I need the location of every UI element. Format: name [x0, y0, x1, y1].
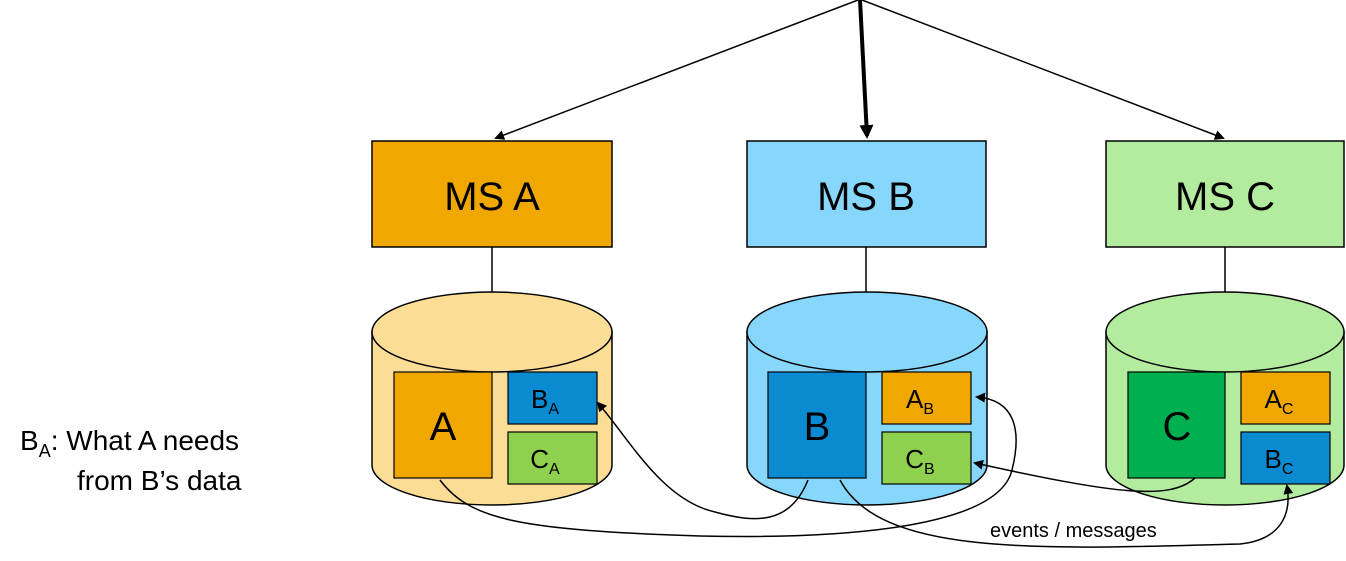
store-a-main: [393, 371, 493, 479]
ms-b-box: [746, 140, 987, 248]
service-b: MS B B AB CB: [746, 140, 988, 506]
store-b-sub2-label: CB: [905, 444, 934, 478]
store-c-sub1: [1240, 371, 1331, 425]
store-c-sub1-label: AC: [1265, 384, 1294, 418]
event-arrow-b-to-ba: [596, 401, 809, 520]
store-a-sub1-label: BA: [531, 384, 559, 418]
store-a-sub1: [507, 371, 598, 425]
store-a-main-label: A: [430, 405, 457, 449]
ms-c-label: MS C: [1175, 175, 1275, 219]
legend: BA: What A needs from B’s data: [20, 425, 242, 496]
service-a: MS A A BA CA: [371, 140, 613, 506]
store-b-sub1: [881, 371, 972, 425]
store-b-sub1-label: AB: [906, 384, 934, 418]
store-b-main-label: B: [804, 405, 831, 449]
service-c: MS C C AC BC: [1105, 140, 1345, 506]
store-b-sub2: [881, 431, 972, 485]
request-arrow-c: [861, 0, 1225, 140]
legend-line-2: from B’s data: [77, 465, 242, 496]
store-a-sub2: [507, 431, 598, 485]
store-c-main: [1127, 371, 1226, 479]
store-c-main-label: C: [1163, 405, 1192, 449]
event-arrow-c-to-cb: [973, 459, 1196, 493]
events-messages-label: events / messages: [990, 520, 1157, 542]
ms-a-label: MS A: [444, 175, 540, 219]
event-arrow-b-to-bc: [839, 479, 1294, 548]
request-arrow-b: [858, 0, 874, 139]
legend-line-1: BA: What A needs: [20, 425, 239, 461]
store-c-sub2-label: BC: [1265, 444, 1294, 478]
ms-a-box: [371, 140, 613, 248]
event-arrow-a-to-ab-ac: [439, 392, 1017, 538]
ms-b-label: MS B: [817, 175, 915, 219]
store-c-sub2: [1240, 431, 1331, 485]
store-b-main: [767, 371, 867, 479]
request-arrow-a: [494, 0, 859, 140]
store-a-sub2-label: CA: [530, 444, 560, 478]
